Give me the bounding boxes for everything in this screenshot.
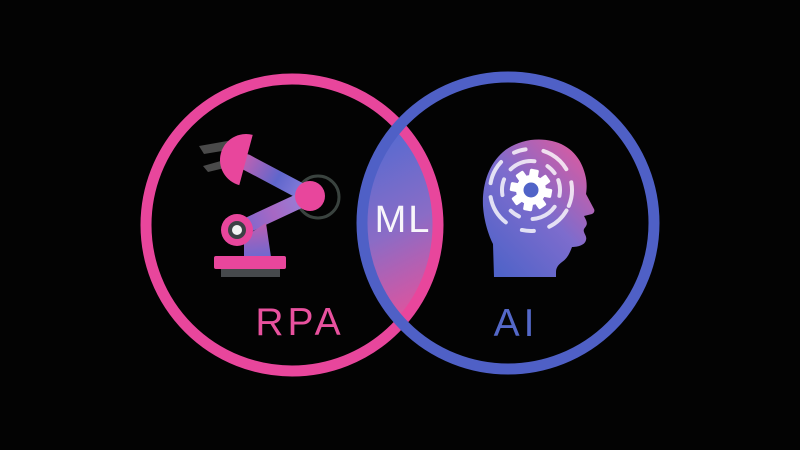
robot-under-plate [221,269,280,277]
ml-intersection-lens [362,126,438,322]
gear-dashes [488,147,574,233]
rpa-label: RPA [255,301,344,344]
robot-arm-icon [199,134,341,277]
base-joint-center [232,225,242,235]
ml-label: ML [375,199,432,241]
ai-circle [356,71,660,375]
rpa-circle [140,73,444,377]
robot-base-column [244,223,271,257]
robot-base-plate [214,256,286,269]
elbow-joint-icon [295,181,325,211]
ai-label: AI [494,302,539,345]
gear-center-hole [523,182,539,198]
gear-icon [509,168,553,212]
claw-upper-icon [199,140,234,154]
ai-head-icon [482,139,595,277]
gripper-head-icon [220,134,253,186]
